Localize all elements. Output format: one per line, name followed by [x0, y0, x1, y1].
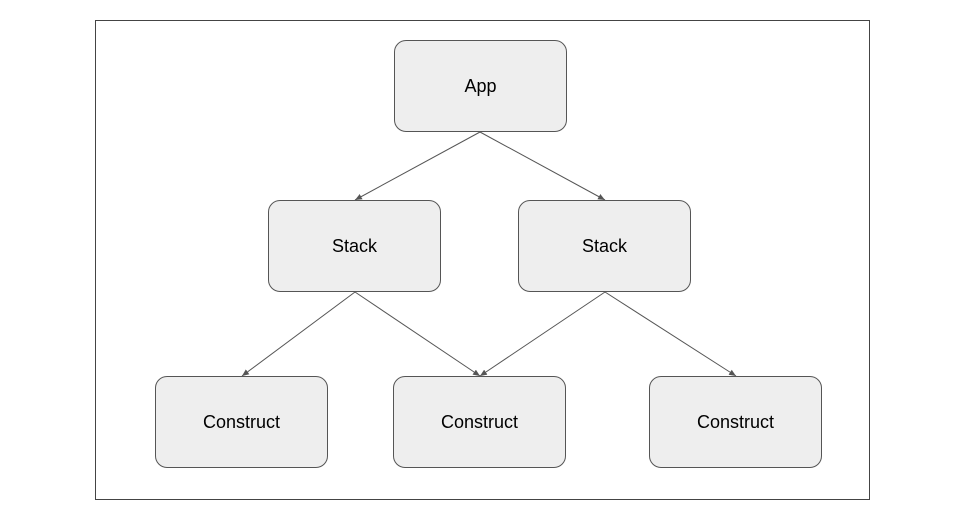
node-construct-left: Construct — [155, 376, 328, 468]
node-construct-right-label: Construct — [696, 411, 775, 432]
node-construct-left-label: Construct — [202, 411, 281, 432]
node-stack-left: Stack — [268, 200, 441, 292]
node-stack-left-label: Stack — [331, 235, 378, 256]
node-construct-middle-label: Construct — [440, 411, 519, 432]
node-construct-right: Construct — [649, 376, 822, 468]
node-app: App — [394, 40, 567, 132]
node-stack-right: Stack — [518, 200, 691, 292]
node-app-label: App — [464, 75, 497, 96]
node-construct-middle: Construct — [393, 376, 566, 468]
node-stack-right-label: Stack — [581, 235, 628, 256]
